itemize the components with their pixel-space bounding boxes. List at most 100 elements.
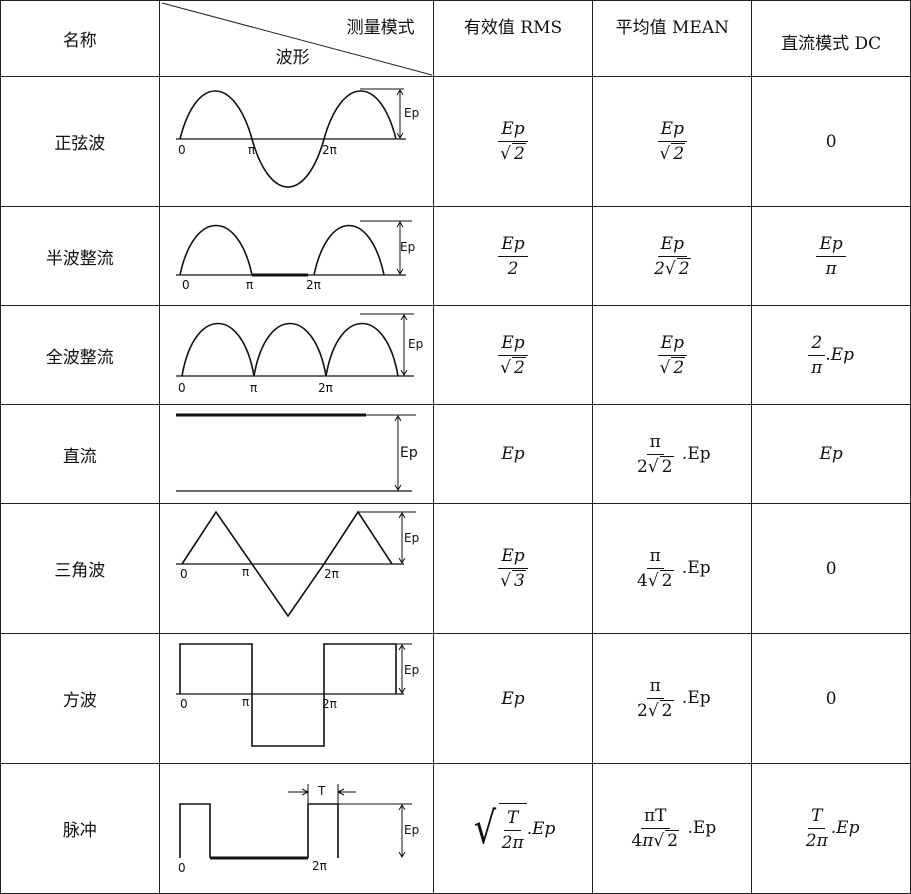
rms-sine: Ep√2 — [432, 76, 594, 207]
ep-label: Ep — [404, 663, 419, 677]
row-name: 半波整流 — [0, 206, 160, 306]
waveform-pulse: T Ep 0 2π — [158, 763, 434, 894]
waveform-full-wave: Ep 0 π 2π — [158, 305, 434, 405]
ep-label: Ep — [404, 531, 419, 545]
ep-label: Ep — [400, 445, 418, 461]
two-pi-label: 2π — [324, 567, 339, 581]
two-pi-label: 2π — [318, 381, 333, 395]
two-pi-label: 2π — [322, 697, 337, 711]
row-name: 直流 — [0, 404, 160, 504]
dc-graphic: Ep — [176, 413, 418, 492]
zero-label: 0 — [178, 143, 186, 157]
ep-label: Ep — [408, 337, 423, 351]
header-rms-label: 有效值 RMS — [463, 18, 563, 38]
header-waveform: 波形 — [275, 48, 310, 68]
mean-sine: Ep√2 — [592, 76, 753, 207]
zero-label: 0 — [180, 567, 188, 581]
header-name: 名称 — [0, 0, 160, 77]
rms-dc: Ep — [432, 404, 594, 504]
mean-full-wave: Ep√2 — [592, 305, 753, 405]
header-row: 名称 测量模式 波形 有效值 RMS 平均值 MEAN 直流模式 DC — [0, 0, 911, 77]
two-pi-label: 2π — [306, 278, 321, 292]
pi-label: π — [248, 143, 255, 157]
zero-label: 0 — [178, 861, 186, 875]
pi-label: π — [242, 695, 249, 709]
pulse-wave-graphic: T Ep 0 2π — [178, 784, 419, 875]
header-mean: 平均值 MEAN — [592, 0, 753, 77]
waveform-dc: Ep — [158, 404, 434, 504]
sine-wave-graphic: Ep 0 π 2π — [176, 88, 419, 188]
waveform-square: Ep 0 π 2π — [158, 633, 434, 764]
ep-label: Ep — [404, 106, 419, 120]
pi-label: π — [242, 565, 249, 579]
rms-full-wave: Ep√2 — [432, 305, 594, 405]
header-rms: 有效值 RMS — [432, 0, 594, 77]
waveform-half-wave: Ep 0 π 2π — [158, 206, 434, 306]
formula: Ep√2 — [497, 117, 529, 166]
dc-sine: 0 — [751, 76, 911, 207]
header-measure-mode: 测量模式 — [346, 18, 415, 38]
row-name: 全波整流 — [0, 305, 160, 405]
header-dc-label: 直流模式 DC — [781, 34, 882, 54]
ep-label: Ep — [404, 823, 419, 837]
dc-triangle: 0 — [751, 503, 911, 634]
pi-label: π — [246, 278, 253, 292]
zero-label: 0 — [180, 697, 188, 711]
row-name: 方波 — [0, 633, 160, 764]
waveform-sine: Ep 0 π 2π — [158, 76, 434, 207]
header-mean-label: 平均值 MEAN — [615, 18, 729, 38]
zero-label: 0 — [182, 278, 190, 292]
row-name: 脉冲 — [0, 763, 160, 894]
zero-label: 0 — [178, 381, 186, 395]
header-dc: 直流模式 DC — [751, 0, 911, 77]
formula: Ep√2 — [497, 331, 529, 380]
rms-triangle: Ep√3 — [432, 503, 594, 634]
formula: Ep√3 — [497, 544, 529, 593]
formula: Ep√2 — [656, 331, 688, 380]
dc-dc: Ep — [751, 404, 911, 504]
rms-square: Ep — [432, 633, 594, 764]
row-sine: 正弦波 Ep 0 π 2π Ep√2 Ep√2 0 — [0, 76, 911, 207]
triangle-wave-graphic: Ep 0 π 2π — [176, 510, 419, 618]
row-name: 三角波 — [0, 503, 160, 634]
pi-label: π — [250, 381, 257, 395]
formula: Ep√2 — [656, 117, 688, 166]
ep-label: Ep — [400, 240, 415, 254]
full-wave-graphic: Ep 0 π 2π — [176, 313, 423, 395]
two-pi-label: 2π — [312, 859, 327, 873]
waveform-triangle: Ep 0 π 2π — [158, 503, 434, 634]
two-pi-label: 2π — [322, 143, 337, 157]
dc-square: 0 — [751, 633, 911, 764]
row-name: 正弦波 — [0, 76, 160, 207]
square-wave-graphic: Ep 0 π 2π — [176, 643, 419, 747]
t-label: T — [317, 784, 326, 798]
half-wave-graphic: Ep 0 π 2π — [176, 220, 415, 292]
diagonal-line — [161, 2, 432, 76]
